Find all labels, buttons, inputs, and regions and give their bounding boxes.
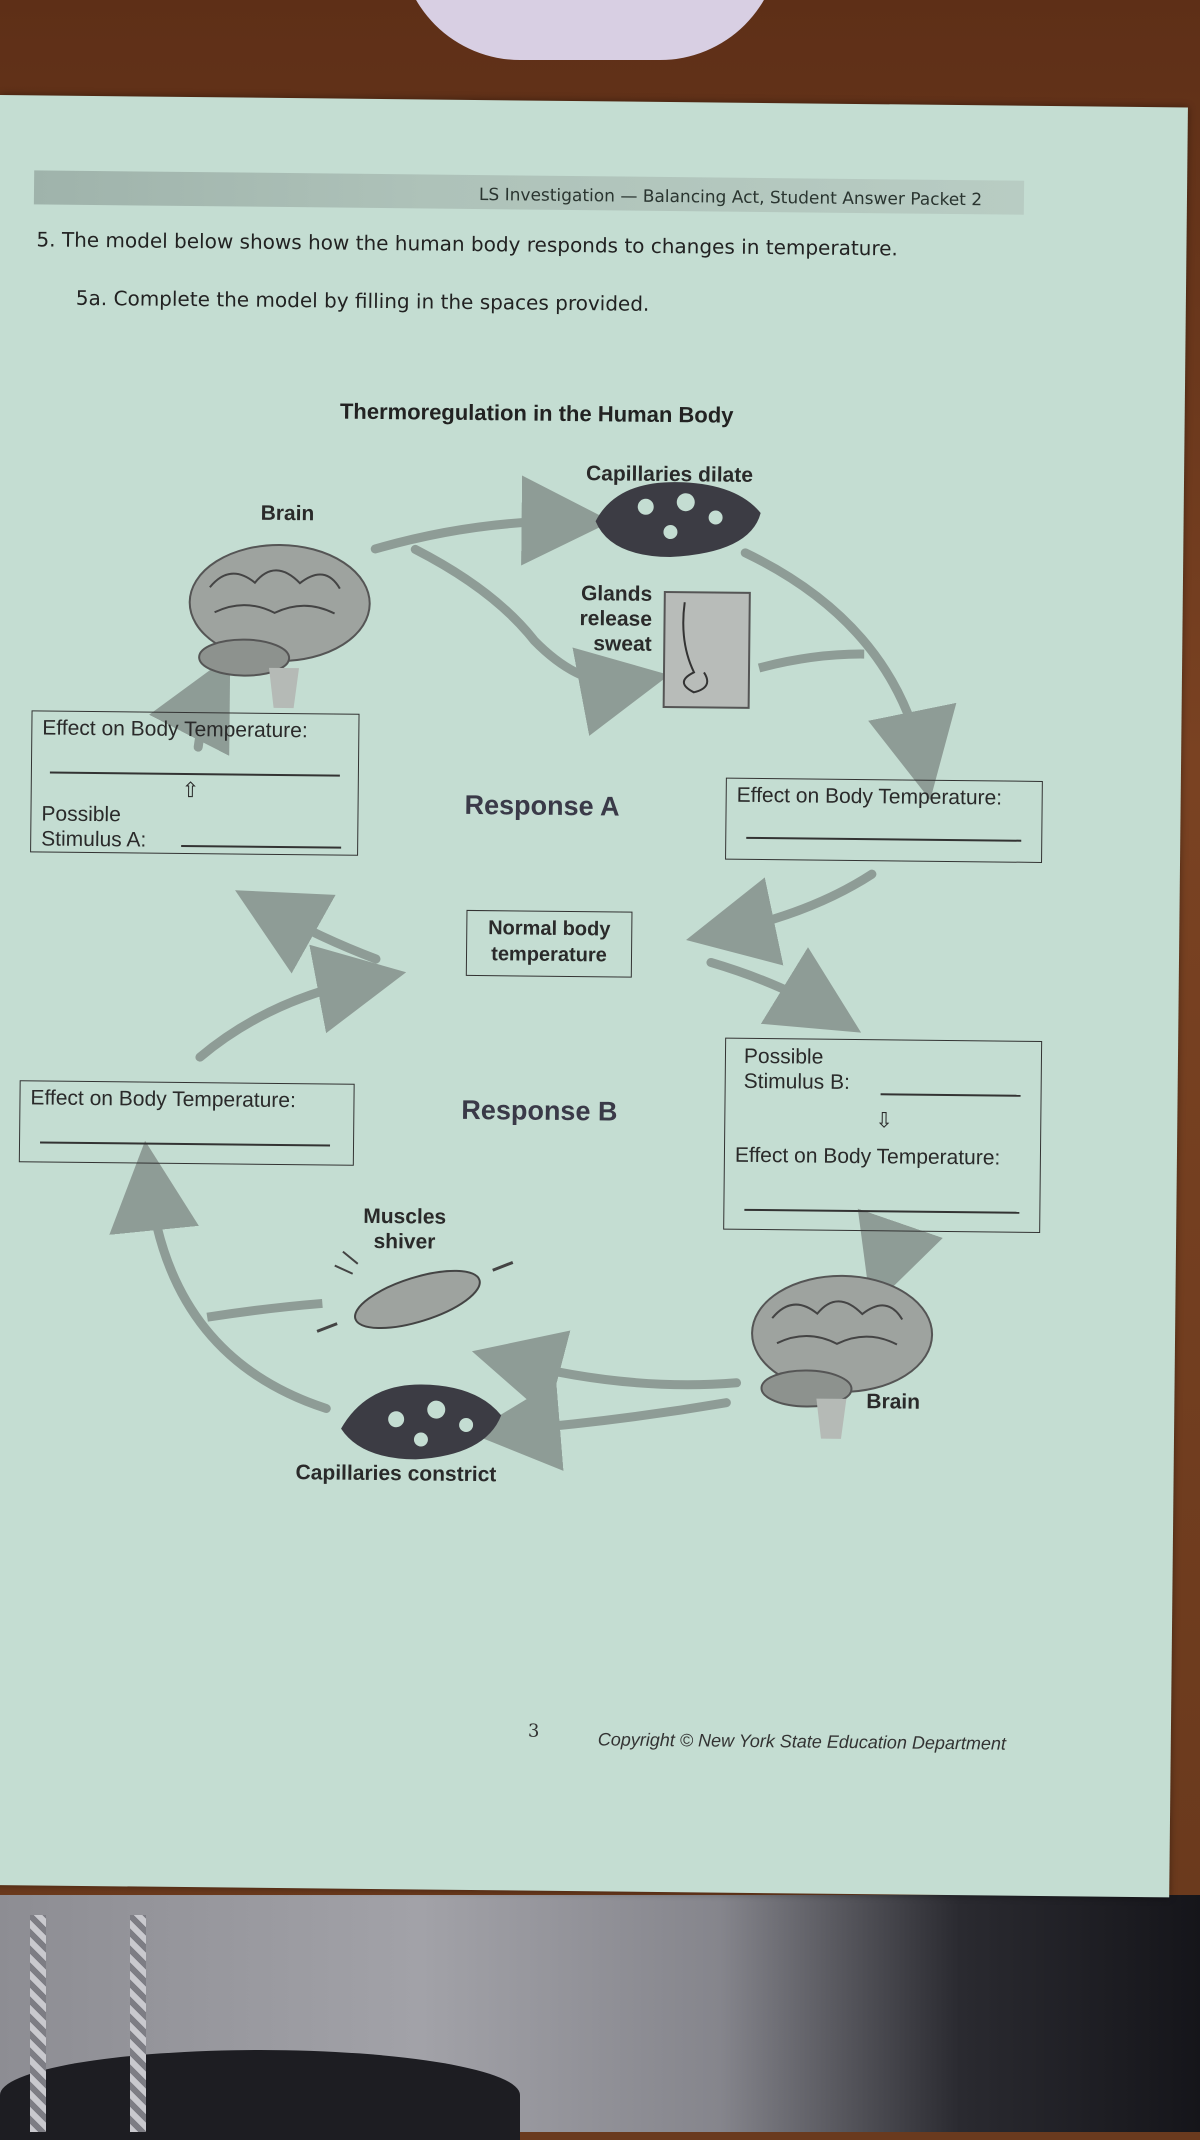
arrow-icon [370,475,612,566]
effect-box-bottom-right: Possible Stimulus B: ⇩ Effect on Body Te… [723,1037,1043,1233]
effect-box-top-right: Effect on Body Temperature: [725,777,1043,863]
hoodie-cord-left [30,1915,46,2132]
capillaries-dilate-label: Capillaries dilate [585,462,754,487]
answer-line[interactable] [40,1141,331,1147]
arrow-icon [109,1140,331,1413]
arrow-icon [149,655,231,756]
diagram-graphics [109,475,957,1471]
normal-body-temperature: Normal body temperature [465,909,633,978]
brain-icon [751,1274,934,1439]
fabric-shadow [0,2050,520,2140]
answer-line[interactable] [49,771,340,777]
arrow-icon [470,1381,731,1471]
brain-top-label: Brain [260,501,315,526]
answer-line[interactable] [744,1208,1020,1214]
capillary-icon [341,1384,502,1460]
arrow-icon: ⇧ [181,778,200,803]
response-a-label: Response A [464,789,620,822]
brain-icon [188,543,371,709]
capillary-icon [595,482,761,558]
glands-label: Glands release sweat [579,582,653,657]
answer-line[interactable] [181,844,342,849]
page-number: 3 [527,1720,540,1742]
copyright-notice: Copyright © New York State Education Dep… [597,1729,1007,1754]
effect-box-bottom-left: Effect on Body Temperature: [18,1080,355,1166]
muscles-shiver-label: Muscles shiver [363,1204,447,1254]
arrow-icon [471,1330,742,1418]
arrow-icon: ⇩ [875,1109,894,1133]
answer-line[interactable] [880,1093,1021,1097]
arrow-icon [857,1208,943,1309]
hoodie-cord-right [130,1915,146,2132]
arrow-icon [706,947,862,1033]
arrow-icon [195,944,407,1062]
arrow-icon [235,890,381,974]
response-b-label: Response B [461,1094,618,1127]
muscle-icon [316,1250,514,1333]
sweat-gland-icon [662,590,751,709]
arrow-icon [410,544,670,736]
answer-line[interactable] [746,836,1022,842]
brain-bottom-label: Brain [866,1390,921,1414]
capillaries-constrict-label: Capillaries constrict [295,1461,497,1487]
arrow-icon [686,869,877,966]
arrow-icon [740,548,957,800]
worksheet-page: LS Investigation — Balancing Act, Studen… [0,95,1188,1898]
effect-box-top-left: Effect on Body Temperature: ⇧ Possible S… [30,710,360,856]
